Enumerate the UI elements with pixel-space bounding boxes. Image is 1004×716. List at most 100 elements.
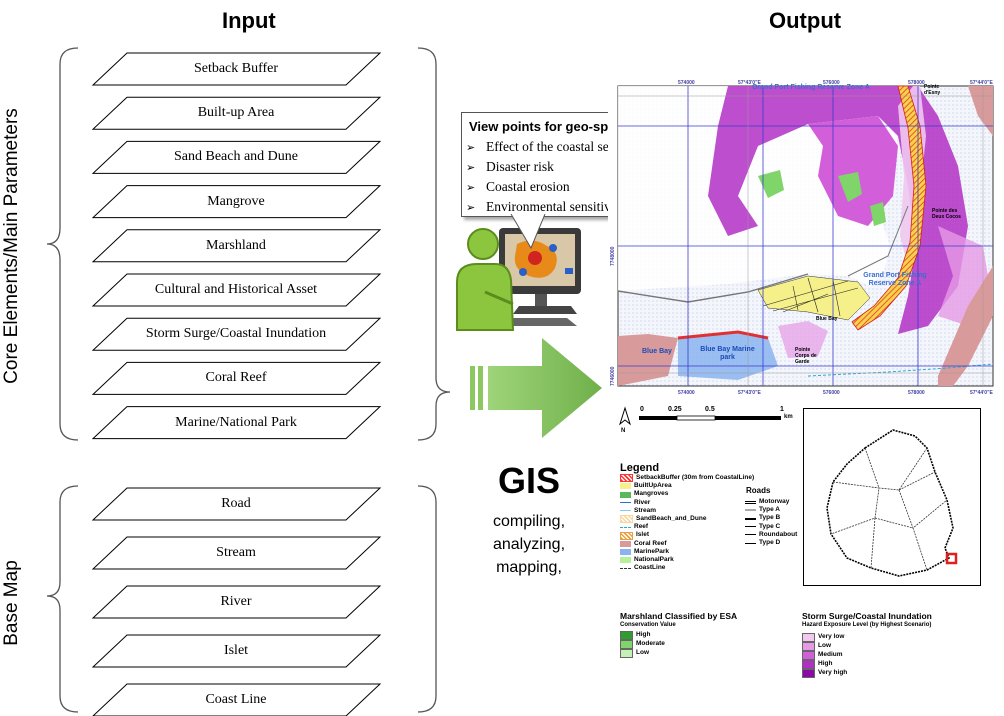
legend-swatch [620,548,631,555]
map-label-blue-bay-park: Blue Bay Marine park [700,346,755,361]
legend-swatch [620,510,631,512]
roads-legend-title: Roads [746,486,771,495]
core-layer-label: Marshland [206,237,266,253]
setback-buffer [851,85,927,331]
scale-tick: 0.5 [705,406,715,413]
coord-bottom: 57°43'0"E [738,390,761,396]
legend-list: SetbackBuffer (30m from CoastalLine)Buil… [620,474,754,572]
scale-tick: 1 [780,406,784,413]
road-swatch [745,500,756,504]
base-layer-shape [91,585,382,619]
layer-stack-diagram [46,47,451,716]
legend-item: River [620,499,754,507]
core-layer-shape [91,406,382,440]
road-legend-item: Motorway [745,498,797,506]
legend-item: MarinePark [620,548,754,556]
road-swatch [745,509,756,512]
north-label: N [621,428,626,434]
marsh-legend-item: Moderate [620,640,665,649]
core-layer-label: Cultural and Historical Asset [154,282,318,297]
core-layer-shape [91,185,382,219]
scale-tick: 0.25 [668,406,682,413]
base-layer-shape [91,634,382,668]
legend-item: Mangroves [620,490,754,498]
storm-legend-item: Very high [802,669,847,678]
legend-item: Coral Reef [620,540,754,548]
core-layer-shape [91,317,382,351]
base-layer-label: River [220,594,252,609]
storm-legend-item: High [802,660,847,669]
road-legend-item: Type A [745,506,797,514]
coastal-map: 574000 57°43'0"E 576000 578000 57°44'0"E… [608,76,1003,401]
road-swatch [745,534,756,536]
legend-item: Stream [620,507,754,515]
legend-swatch [620,557,631,564]
scale-bar [639,415,781,421]
core-layer-label: Coral Reef [205,370,267,386]
core-layer-label: Setback Buffer [193,61,279,76]
scale-tick: 0 [640,406,644,413]
road-legend-item: Type D [745,539,797,547]
legend-swatch [620,640,633,649]
storm-legend-subtitle: Hazard Exposure Level (by Highest Scenar… [802,622,932,628]
callout-tail [510,214,546,250]
legend-swatch [802,651,815,660]
legend-swatch [620,491,631,498]
callout-item: ➢Environmental sensitivity [466,197,696,217]
storm-legend-item: Low [802,642,847,651]
road-legend-item: Roundabout [745,531,797,539]
gis-step: mapping, [496,559,562,576]
legend-item: NationalPark [620,556,754,564]
marshland-area [838,172,862,202]
coord-bottom: 57°44'0"E [970,390,993,396]
base-layer-shape [91,487,382,521]
legend-item: SandBeach_and_Dune [620,515,754,524]
legend-swatch [620,483,631,490]
core-layer-shape [91,273,382,307]
coord-top: 578000 [908,80,925,86]
road-legend-item: Type B [745,514,797,522]
legend-swatch [620,502,631,504]
core-right-brace [417,47,451,441]
coord-top: 57°43'0"E [738,80,761,86]
base-layer-label: Islet [223,643,249,658]
marsh-legend-subtitle: Conservation Value [620,622,676,628]
coord-top: 574000 [678,80,695,86]
map-label-pointe-esny: Pointe d'Esny [924,84,941,96]
island-inset-map [803,408,981,586]
legend-swatch [620,567,631,569]
gis-step: compiling, [492,513,566,530]
coord-bottom: 578000 [908,390,925,396]
gis-title: GIS [497,460,560,501]
output-header: Output [769,8,842,33]
legend-swatch [802,642,815,651]
legend-item: CoastLine [620,564,754,572]
legend-item: BuiltUpArea [620,482,754,490]
storm-legend-title: Storm Surge/Coastal Inundation [802,611,932,621]
legend-swatch [620,526,631,528]
arrow-bullet-icon: ➢ [466,141,476,154]
legend-swatch [620,515,633,524]
road [617,273,809,303]
legend-swatch [620,649,633,658]
legend-title: Legend [620,462,660,474]
input-header: Input [222,8,276,33]
legend-item: Reef [620,523,754,531]
coord-bottom: 574000 [678,390,695,396]
marsh-legend-title: Marshland Classified by ESA [620,611,738,621]
base-layer-label: Road [221,496,251,511]
coord-top: 57°44'0"E [970,80,993,86]
core-layer-shape [91,140,382,174]
road-legend-item: Type C [745,523,797,531]
core-layer-label: Marine/National Park [175,414,297,430]
map-label-pointe-deux-cocos: Pointe des Deux Cocos [932,208,961,220]
marsh-legend-item: Low [620,649,665,658]
base-right-brace [417,485,437,713]
north-arrow-icon [619,406,631,426]
callout-item: ➢Disaster risk [466,157,696,177]
coord-left: 7746000 [610,366,616,386]
base-left-brace [46,485,79,713]
